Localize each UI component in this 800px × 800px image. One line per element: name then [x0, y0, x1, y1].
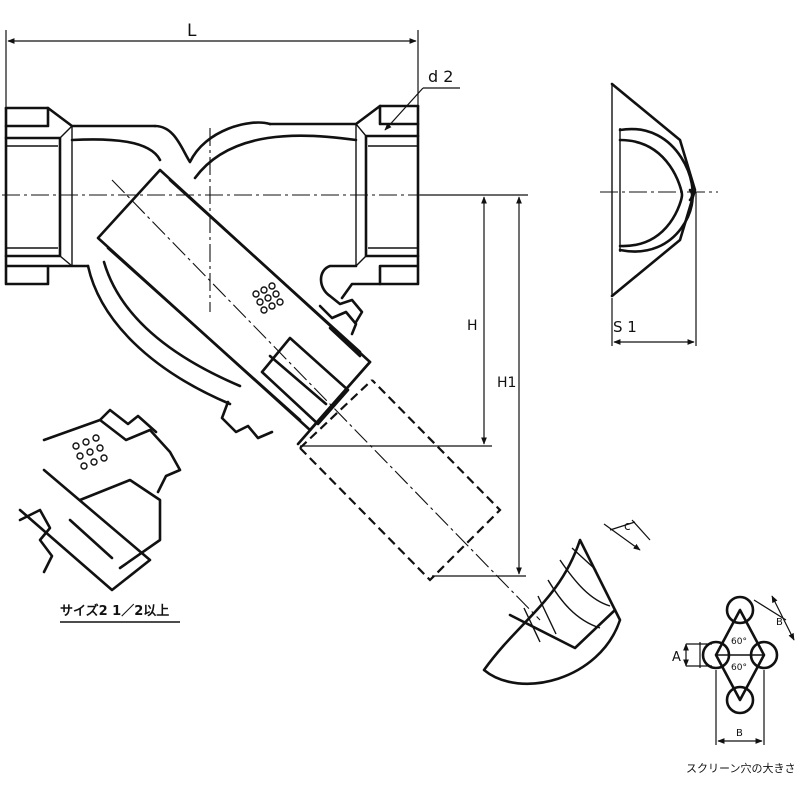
- angle-lower: 60°: [731, 663, 747, 673]
- screen-holes: [252, 282, 284, 314]
- label-H: H: [467, 318, 478, 334]
- dimension-d2: d 2: [384, 67, 460, 131]
- section-holes: [72, 434, 108, 470]
- angle-upper: 60°: [731, 637, 747, 647]
- label-A: A: [672, 650, 681, 665]
- screen-housing: [86, 168, 372, 446]
- screen-note: スクリーン穴の大きさ: [686, 761, 795, 775]
- large-size-section: サイズ2 1／2以上: [18, 408, 182, 623]
- dimension-H1: H1: [432, 196, 526, 577]
- hex-cap-view: S 1: [600, 82, 718, 346]
- size-note: サイズ2 1／2以上: [60, 603, 169, 619]
- hole-pattern-detail: A B B 60° 60° スクリーン穴の大きさ: [672, 595, 795, 775]
- label-L: L: [187, 21, 197, 41]
- dimension-H: H: [300, 194, 528, 447]
- label-H1: H1: [497, 375, 516, 391]
- screen-detail: c: [482, 519, 651, 686]
- centerlines: [2, 128, 541, 621]
- screen-removal-outline: [299, 379, 502, 582]
- label-S1: S 1: [613, 318, 637, 336]
- label-d2: d 2: [428, 67, 453, 86]
- dimension-L: L: [5, 21, 419, 112]
- strainer-body: [4, 104, 420, 324]
- label-c: c: [624, 519, 631, 533]
- label-B-top: B: [776, 617, 783, 628]
- label-B-bottom: B: [736, 728, 743, 739]
